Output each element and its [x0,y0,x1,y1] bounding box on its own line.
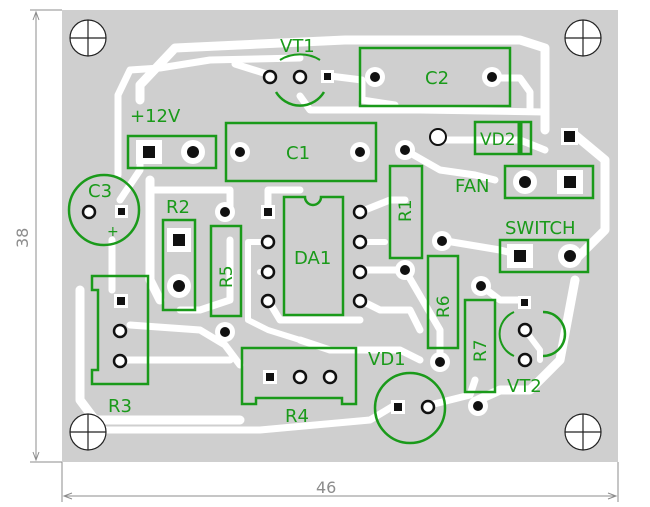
fan-pins [513,170,583,194]
silkscreen-outlines [67,46,595,445]
label-c1: C1 [286,143,310,164]
r3-pins [112,294,128,369]
r4-outline [240,346,358,406]
label-r5: R5 [217,265,237,288]
label-vt2: VT2 [507,376,542,397]
v12-connector-outline [126,134,218,170]
copper-traces [75,35,610,434]
r2-outline [161,218,197,312]
vt1-body-outline [274,91,326,107]
c2-pins [365,67,502,87]
r3-outline [90,274,150,386]
label-r6: R6 [434,295,454,318]
mounting-hole-top-right [564,19,602,57]
vt2-body-outline [542,310,567,358]
dimension-lines [30,9,619,502]
label-r4: R4 [285,406,309,427]
da1-pins [260,204,368,309]
vt2-pins [517,296,533,368]
r4-pins [263,369,338,385]
c1-pins [230,142,370,162]
component-labels: VT1 C2 +12V C1 VD2 FAN C3 + R2 R1 SWITCH… [88,36,576,427]
label-fan: FAN [455,176,489,197]
r2-pins [167,228,191,298]
r5-pins [215,202,235,342]
r6-pins [430,231,452,372]
c1-outline [224,121,378,183]
label-da1: DA1 [294,248,331,269]
r7-outline [463,298,497,394]
label-vd2: VD2 [480,130,516,150]
vt1-pins [262,69,334,85]
mounting-hole-bottom-left [69,413,107,451]
mounting-hole-top-left [69,19,107,57]
v12-pins [136,140,205,164]
r7-pins [468,276,491,416]
dimension-width-label: 46 [316,478,336,497]
vd2-pins [429,128,578,146]
label-r3: R3 [108,396,132,417]
switch-pins [507,244,582,268]
r5-outline [209,224,243,318]
vd2-outline [473,120,533,156]
mounting-holes [69,19,602,451]
r6-outline [426,254,460,350]
vt1-top-outline [279,53,321,61]
mounting-hole-bottom-right [564,413,602,451]
dimension-height-label: 38 [13,228,32,248]
pads [81,67,583,416]
c3-pins [81,204,128,220]
label-r2: R2 [166,197,190,218]
vd1-pins [391,399,436,415]
c3-outline [67,173,141,247]
vt2-left-outline [498,311,515,357]
da1-outline [282,195,345,317]
r1-outline [388,164,424,260]
r1-pins [395,140,415,280]
vd1-outline [373,371,447,445]
fan-connector-outline [503,164,595,200]
switch-connector-outline [498,238,590,274]
label-c3-plus: + [107,224,119,240]
label-c3: C3 [88,181,112,202]
label-c2: C2 [425,68,449,89]
label-r1: R1 [396,199,416,222]
label-v12: +12V [130,106,181,127]
c2-outline [358,46,512,108]
label-vt1: VT1 [280,36,315,57]
label-r7: R7 [471,339,491,362]
label-switch: SWITCH [505,218,576,239]
label-vd1: VD1 [368,349,406,370]
